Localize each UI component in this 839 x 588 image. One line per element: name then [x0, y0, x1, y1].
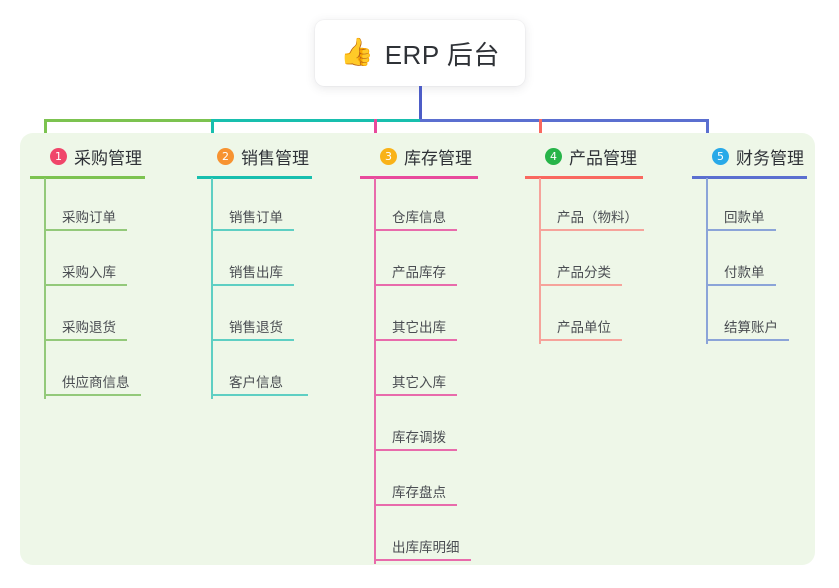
- branch-item-label: 产品（物料）: [557, 210, 638, 225]
- branch-header-1[interactable]: 1 采购管理: [30, 145, 142, 168]
- thumbs-up-icon: 👍: [340, 36, 374, 67]
- branch-number-badge: 5: [712, 147, 729, 165]
- branch-number-badge: 1: [50, 147, 67, 165]
- branch-header-4[interactable]: 4 产品管理: [525, 145, 637, 168]
- branch-column-5: 5 财务管理回款单付款单结算账户: [692, 145, 807, 344]
- branch-item-rule: [539, 284, 622, 286]
- root-node-title: ERP 后台: [384, 39, 500, 70]
- branch-item-label: 采购退货: [62, 320, 116, 335]
- branches-panel: [20, 133, 815, 565]
- branch-item-label: 产品库存: [392, 265, 446, 280]
- branch-header-rule: [197, 176, 312, 179]
- branch-item-label: 仓库信息: [392, 210, 446, 225]
- branch-number-badge: 2: [217, 147, 234, 165]
- branch-item-rule: [374, 284, 457, 286]
- branch-spine: [706, 178, 708, 344]
- branch-item-rule: [374, 229, 457, 231]
- branch-header-rule: [692, 176, 807, 179]
- branch-item-label: 结算账户: [724, 320, 778, 335]
- branch-column-1: 1 采购管理采购订单采购入库采购退货供应商信息: [30, 145, 145, 399]
- branch-item-rule: [374, 559, 471, 561]
- branch-header-rule: [30, 176, 145, 179]
- branch-number-badge: 4: [545, 147, 562, 165]
- branch-item-rule: [539, 339, 622, 341]
- connector-bus-segment-2: [211, 119, 420, 122]
- branch-item-label: 库存盘点: [392, 485, 446, 500]
- branch-item-label: 采购订单: [62, 210, 116, 225]
- branch-item-rule: [374, 394, 457, 396]
- branch-title: 财务管理: [736, 148, 804, 168]
- connector-bus-segment-1: [44, 119, 211, 122]
- branch-title: 销售管理: [241, 148, 309, 168]
- branch-item-label: 销售订单: [229, 210, 283, 225]
- branch-header-3[interactable]: 3 库存管理: [360, 145, 472, 168]
- branch-header-rule: [360, 176, 478, 179]
- root-node-card[interactable]: 👍 ERP 后台: [315, 20, 525, 86]
- branch-column-2: 2 销售管理销售订单销售出库销售退货客户信息: [197, 145, 312, 399]
- branch-number-badge: 3: [380, 147, 397, 165]
- branch-header-2[interactable]: 2 销售管理: [197, 145, 309, 168]
- branch-item-label: 采购入库: [62, 265, 116, 280]
- branch-header-rule: [525, 176, 643, 179]
- branch-item-label: 回款单: [724, 210, 765, 225]
- branch-spine: [539, 178, 541, 344]
- branch-item-rule: [211, 229, 294, 231]
- branch-item-rule: [44, 394, 141, 396]
- branch-item-label: 付款单: [724, 265, 765, 280]
- branch-item-label: 销售退货: [229, 320, 283, 335]
- branch-item-rule: [706, 229, 776, 231]
- branch-item-rule: [706, 284, 776, 286]
- branch-spine: [374, 178, 376, 564]
- branch-item-label: 供应商信息: [62, 375, 130, 390]
- branch-item-label: 库存调拨: [392, 430, 446, 445]
- branch-item-label: 其它出库: [392, 320, 446, 335]
- branch-spine: [44, 178, 46, 399]
- connector-bus-segment-3: [420, 119, 709, 122]
- branch-item-rule: [211, 339, 294, 341]
- branch-item-rule: [374, 504, 457, 506]
- branch-item-rule: [44, 339, 127, 341]
- branch-column-4: 4 产品管理产品（物料） 产品分类产品单位: [525, 145, 644, 344]
- branch-item-rule: [374, 339, 457, 341]
- branch-item-rule: [211, 284, 294, 286]
- branch-item-rule: [44, 229, 127, 231]
- branch-item-rule: [211, 394, 308, 396]
- branch-item-rule: [706, 339, 789, 341]
- branch-title: 采购管理: [74, 148, 142, 168]
- branch-title: 库存管理: [404, 148, 472, 168]
- connector-root-stem: [419, 86, 422, 122]
- root-node-content: 👍 ERP 后台: [340, 35, 500, 72]
- branch-item-label: 销售出库: [229, 265, 283, 280]
- branch-item-rule: [44, 284, 127, 286]
- branch-header-5[interactable]: 5 财务管理: [692, 145, 804, 168]
- branch-item-label: 其它入库: [392, 375, 446, 390]
- branch-item-label: 出库库明细: [392, 540, 460, 555]
- branch-title: 产品管理: [569, 148, 637, 168]
- branch-item-label: 产品分类: [557, 265, 611, 280]
- branch-column-3: 3 库存管理仓库信息产品库存其它出库其它入库库存调拨库存盘点出库库明细: [360, 145, 478, 564]
- branch-item-label: 客户信息: [229, 375, 283, 390]
- branch-item-label: 产品单位: [557, 320, 611, 335]
- branch-item-rule: [374, 449, 457, 451]
- branch-item-rule: [539, 229, 644, 231]
- branch-spine: [211, 178, 213, 399]
